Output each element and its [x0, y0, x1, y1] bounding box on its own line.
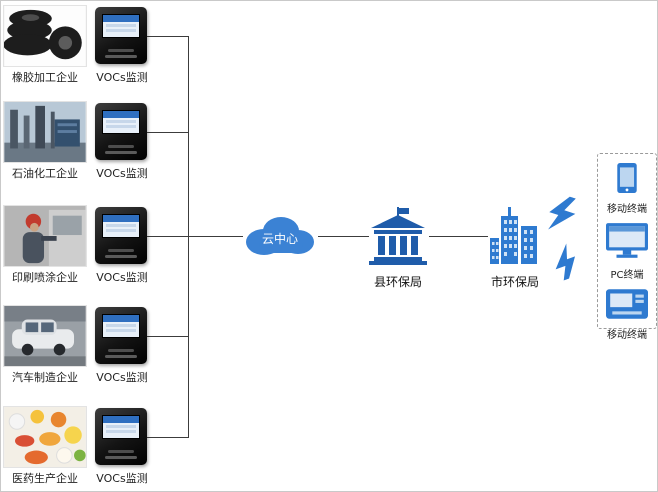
city-bureau-icon [488, 206, 542, 264]
petrochemical-plant-photo [3, 101, 87, 163]
cloud-label: 云中心 [261, 232, 298, 246]
enterprise-label: 汽车制造企业 [12, 371, 78, 384]
rubber-factory-photo [3, 5, 87, 67]
lightning-icon [548, 242, 582, 282]
device-screen [102, 14, 140, 38]
cloud-to-county-line [318, 236, 369, 237]
county-to-city-line [429, 236, 488, 237]
pharma-pills-photo [3, 406, 87, 468]
connector-line [147, 336, 189, 337]
connector-line [147, 36, 189, 37]
connector-line [147, 236, 189, 237]
enterprise-row: 石油化工企业 VOCs监测 [1, 101, 201, 183]
connector-line [147, 132, 189, 133]
smartphone-icon [617, 163, 637, 197]
vocs-monitor-device [95, 408, 147, 465]
terminals-panel: 移动终端 PC终端 移动终端 [597, 153, 657, 341]
lightning-icon [544, 192, 580, 236]
spray-painting-worker-photo [3, 205, 87, 267]
device-label: VOCs监测 [96, 167, 148, 180]
desktop-computer-icon [606, 223, 648, 263]
mobile-terminal: 移动终端 [607, 163, 647, 215]
mobile-terminal: 移动终端 [606, 289, 648, 341]
device-label: VOCs监测 [96, 371, 148, 384]
bus-line [188, 36, 189, 438]
terminal-label: 移动终端 [607, 204, 647, 215]
device-screen [102, 314, 140, 338]
handheld-device-icon [606, 289, 648, 323]
device-label: VOCs监测 [96, 271, 148, 284]
enterprise-label: 印刷喷涂企业 [12, 271, 78, 284]
vocs-monitor-device [95, 103, 147, 160]
county-bureau-icon [368, 207, 428, 265]
vocs-monitor-device [95, 207, 147, 264]
device-screen [102, 415, 140, 439]
enterprise-row: 汽车制造企业 VOCs监测 [1, 305, 201, 387]
connector-line [147, 437, 189, 438]
enterprise-row: 橡胶加工企业 VOCs监测 [1, 5, 201, 87]
trunk-line [189, 236, 243, 237]
device-screen [102, 214, 140, 238]
enterprise-row: 医药生产企业 VOCs监测 [1, 406, 201, 488]
county-bureau-label: 县环保局 [373, 275, 422, 289]
device-label: VOCs监测 [96, 71, 148, 84]
terminal-label: 移动终端 [607, 330, 647, 341]
terminal-label: PC终端 [610, 270, 644, 281]
city-bureau-label: 市环保局 [490, 275, 539, 289]
enterprise-label: 医药生产企业 [12, 472, 78, 485]
enterprise-label: 橡胶加工企业 [12, 71, 78, 84]
cloud-icon: 云中心 [241, 212, 319, 260]
enterprise-row: 印刷喷涂企业 VOCs监测 [1, 205, 201, 287]
vocs-monitor-device [95, 7, 147, 64]
device-screen [102, 110, 140, 134]
auto-factory-photo [3, 305, 87, 367]
enterprise-label: 石油化工企业 [12, 167, 78, 180]
pc-terminal: PC终端 [606, 223, 648, 281]
vocs-monitor-device [95, 307, 147, 364]
device-label: VOCs监测 [96, 472, 148, 485]
